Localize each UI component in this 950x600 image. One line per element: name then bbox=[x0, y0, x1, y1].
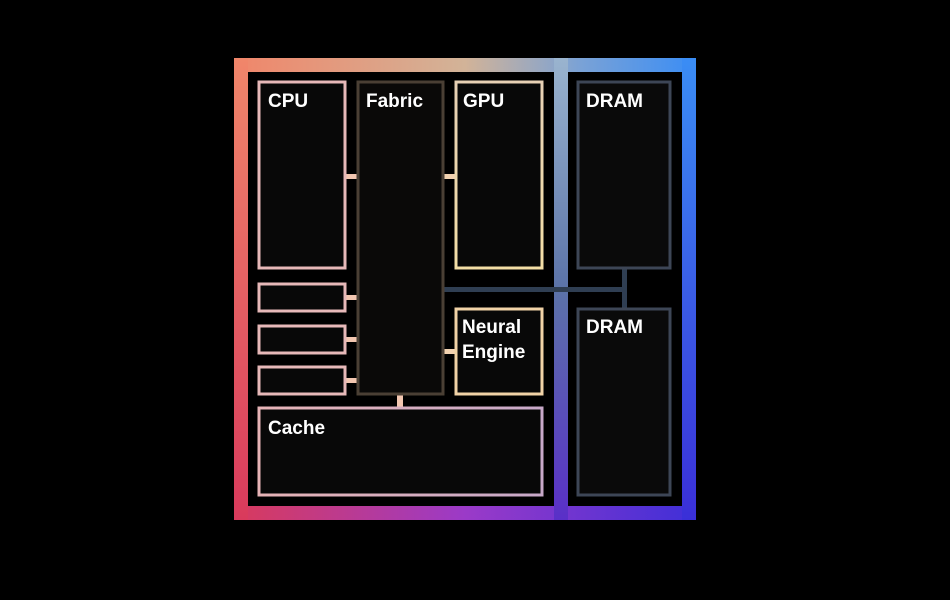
cache-block: Cache bbox=[257, 406, 544, 497]
gpu-block: GPU bbox=[454, 80, 544, 270]
link-fabric-gpu bbox=[443, 174, 457, 179]
link-fabric-neural bbox=[443, 349, 457, 354]
neural-engine-label-line1: Neural bbox=[462, 317, 521, 338]
dram-block-top: DRAM bbox=[576, 80, 672, 270]
neural-engine-block: Neural Engine bbox=[454, 307, 544, 396]
gpu-label: GPU bbox=[463, 91, 504, 112]
link-small3-fabric bbox=[345, 378, 359, 383]
dram-top-label: DRAM bbox=[586, 91, 643, 112]
link-small2-fabric bbox=[345, 337, 359, 342]
fabric-label: Fabric bbox=[366, 91, 423, 112]
dram-bottom-label: DRAM bbox=[586, 317, 643, 338]
fabric-block: Fabric bbox=[356, 80, 445, 396]
link-cpu-fabric bbox=[345, 174, 359, 179]
neural-engine-label-line2: Engine bbox=[462, 342, 525, 363]
dram-block-bottom: DRAM bbox=[576, 307, 672, 497]
cache-label: Cache bbox=[268, 418, 325, 439]
link-fabric-dram bbox=[443, 287, 626, 292]
link-dram-dram bbox=[622, 268, 627, 310]
small-block-2 bbox=[257, 324, 347, 355]
interconnects bbox=[345, 174, 627, 408]
cpu-label: CPU bbox=[268, 91, 308, 112]
chip-frame bbox=[234, 58, 696, 520]
link-small1-fabric bbox=[345, 295, 359, 300]
link-fabric-cache bbox=[397, 394, 403, 408]
small-block-3 bbox=[257, 365, 347, 396]
small-block-1 bbox=[257, 282, 347, 313]
cpu-block: CPU bbox=[257, 80, 347, 270]
